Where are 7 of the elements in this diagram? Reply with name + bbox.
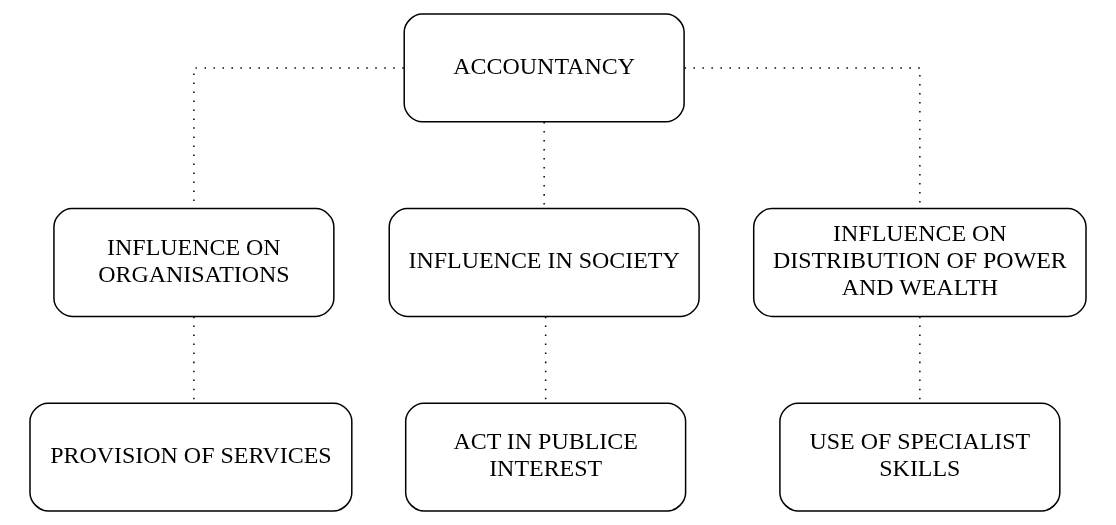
node-box: INFLUENCE IN SOCIETY [388, 207, 700, 318]
node-box: INFLUENCE ON DISTRIBUTION OF POWER AND WEALTH [752, 207, 1087, 318]
node-box: INFLUENCE ON ORGANISATIONS [53, 207, 335, 318]
node-box: USE OF SPECIALIST SKILLS [779, 402, 1061, 512]
node-box: ACCOUNTANCY [403, 13, 685, 123]
node-box: PROVISION OF SERVICES [29, 402, 353, 512]
node-box: ACT IN PUBLICE INTEREST [404, 402, 687, 512]
